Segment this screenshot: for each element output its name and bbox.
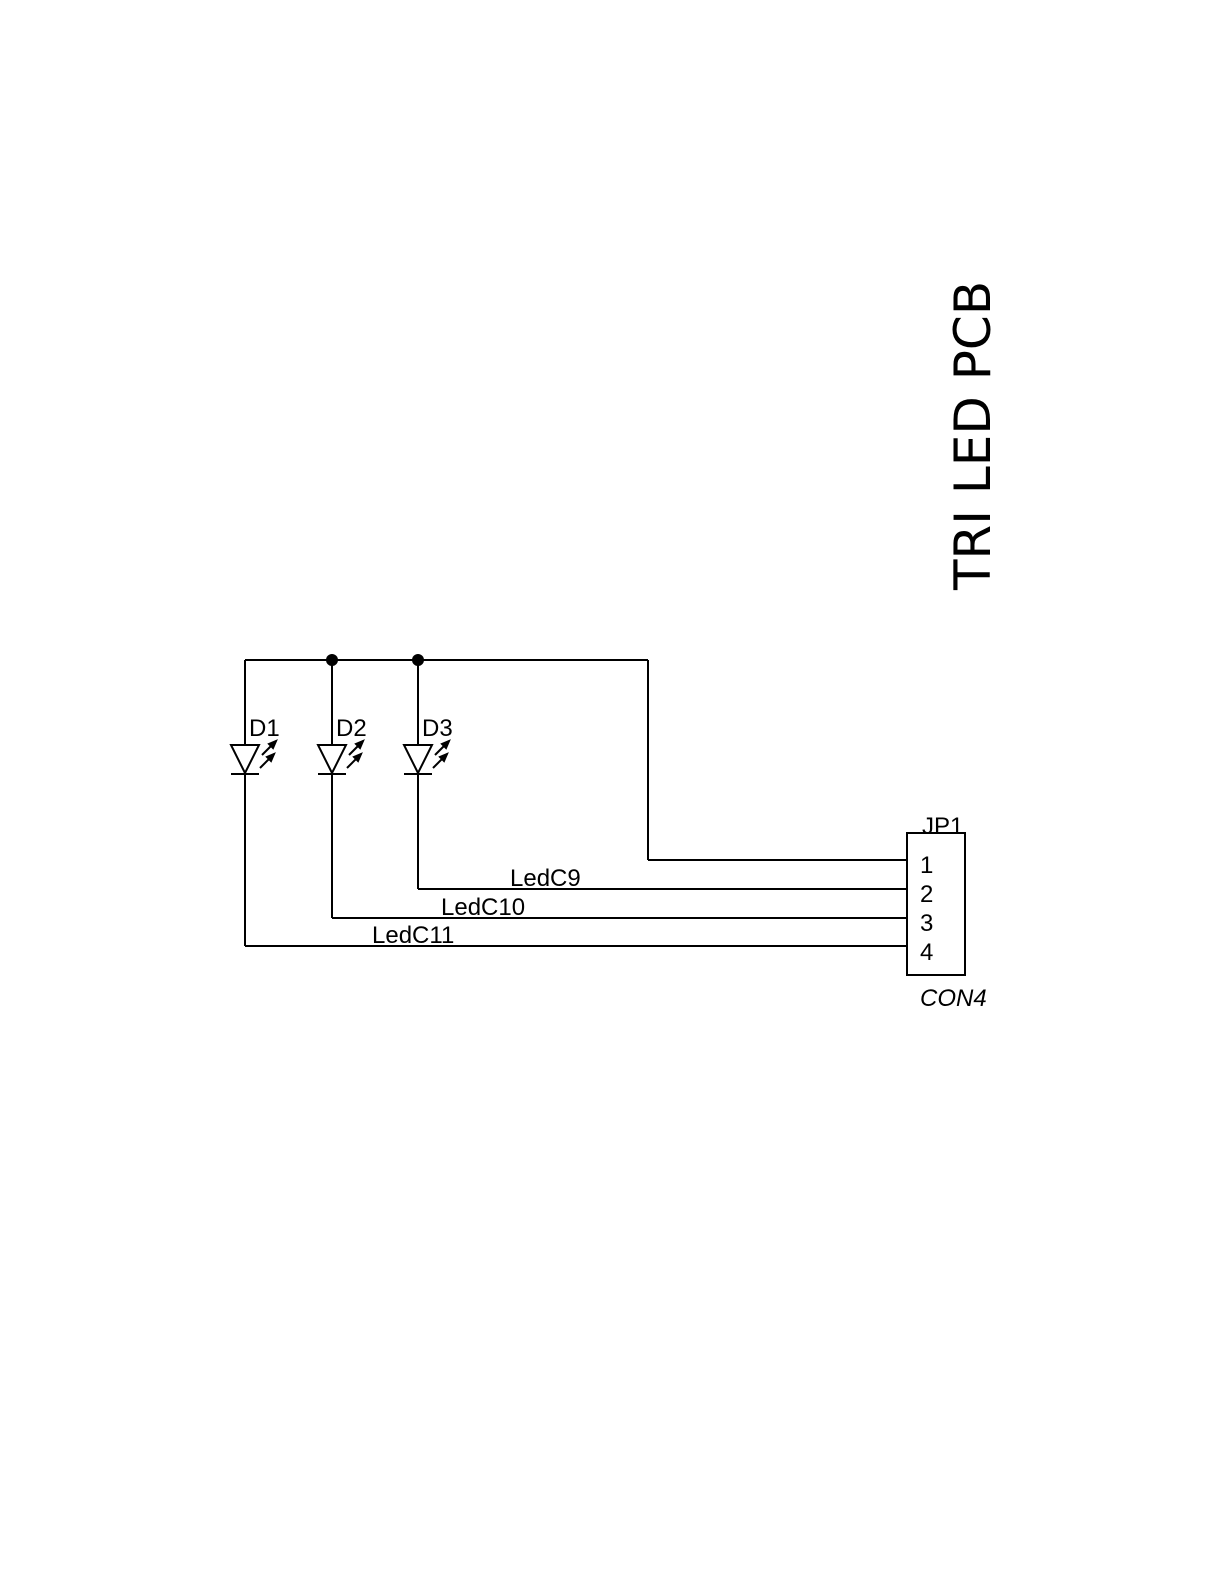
led-symbol (318, 745, 346, 773)
connector-ref-label: JP1 (922, 813, 963, 840)
net-label-ledc9: LedC9 (510, 865, 581, 892)
light-arrows-icon (260, 741, 276, 768)
diode-d2: D2 (318, 660, 367, 918)
net-label-ledc10: LedC10 (441, 894, 525, 921)
pin-number: 4 (920, 939, 933, 966)
connector-body (907, 833, 965, 975)
diode-d1: D1 (231, 660, 280, 946)
pin-number: 2 (920, 881, 933, 908)
net-label-ledc11: LedC11 (372, 922, 454, 949)
connector-value-label: CON4 (920, 985, 987, 1012)
diode-ref-label: D2 (336, 715, 367, 742)
connector-jp1: JP1 1 2 3 4 CON4 (907, 813, 987, 1012)
pin-number: 1 (920, 852, 933, 879)
light-arrows-icon (433, 741, 449, 768)
diode-ref-label: D3 (422, 715, 453, 742)
light-arrows-icon (347, 741, 363, 768)
diode-ref-label: D1 (249, 715, 280, 742)
pin-number: 3 (920, 910, 933, 937)
title: TRI LED PCB (944, 281, 1002, 591)
led-symbol (231, 745, 259, 773)
diode-d3: D3 (404, 660, 453, 889)
led-symbol (404, 745, 432, 773)
